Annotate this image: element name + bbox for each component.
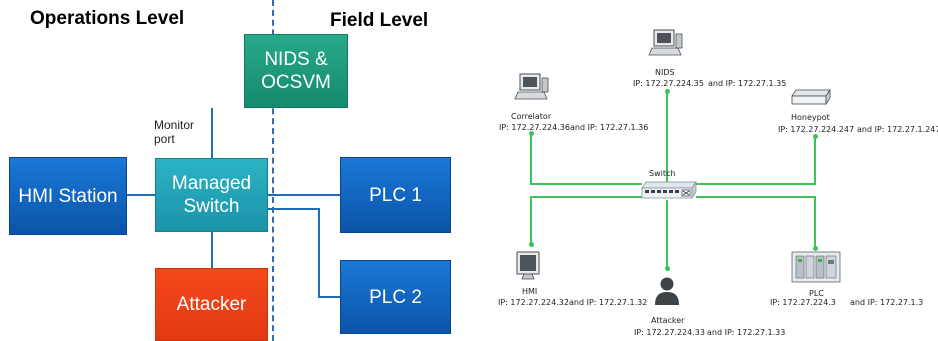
nids-ocsvm-block: NIDS & OCSVM (244, 34, 348, 108)
link-hmi-v (530, 196, 532, 244)
hmi-monitor-icon (516, 251, 540, 280)
link-plc-h (696, 196, 816, 198)
switch-label: Switch (649, 169, 676, 178)
honeypot-ip-a: IP: 172.27.224.247 (778, 125, 855, 134)
monitor-port-note: Monitor port (154, 118, 195, 146)
correlator-computer-icon (514, 73, 549, 100)
correlator-name: Correlator (511, 112, 552, 121)
plc-ip-a: IP: 172.27.224.3 (770, 298, 836, 307)
hmi-switch-link (127, 194, 155, 196)
plc1-block: PLC 1 (340, 157, 451, 233)
attacker-ip-a: IP: 172.27.224.33 (634, 328, 705, 337)
level-divider (272, 0, 274, 341)
nids-ip-a: IP: 172.27.224.35 (633, 79, 704, 88)
dot-honeypot (813, 134, 818, 139)
hmi-ip-b: and IP: 172.27.1.32 (569, 298, 648, 307)
switch-plc2-link-c (318, 296, 340, 298)
link-honeypot-v (814, 136, 816, 185)
hmi-ip-a: IP: 172.27.224.32 (498, 298, 569, 307)
nids-name: NIDS (655, 68, 675, 77)
dot-correlator (529, 131, 534, 136)
switch-attacker-link (211, 232, 213, 268)
plc-name: PLC (809, 289, 824, 298)
correlator-ip-b: and IP: 172.27.1.36 (570, 123, 649, 132)
link-correlator-v (530, 134, 532, 184)
link-attacker (666, 200, 668, 268)
dot-nids (665, 89, 670, 94)
dot-hmi (529, 242, 534, 247)
honeypot-appliance-icon (791, 88, 831, 106)
switch-plc2-link-a (265, 208, 320, 210)
managed-switch-block: Managed Switch (155, 158, 268, 232)
honeypot-name: Honeypot (791, 113, 830, 122)
correlator-ip-a: IP: 172.27.224.36 (499, 123, 570, 132)
honeypot-ip-b: and IP: 172.27.1.247 (857, 125, 938, 134)
switch-plc2-link-b (318, 208, 320, 298)
hmi-station-block: HMI Station (9, 157, 127, 235)
attacker-block: Attacker (155, 268, 268, 341)
link-correlator-h (530, 183, 642, 185)
link-hmi-h (530, 196, 642, 198)
plc-rack-icon (791, 251, 841, 283)
link-plc-v (814, 196, 816, 248)
link-honeypot-h (696, 183, 816, 185)
link-nids (666, 92, 668, 182)
hmi-name: HMI (522, 287, 538, 296)
plc2-block: PLC 2 (340, 260, 451, 334)
attacker-ip-b: and IP: 172.27.1.33 (707, 328, 786, 337)
plc-ip-b: and IP: 172.27.1.3 (850, 298, 924, 307)
switch-icon (641, 180, 697, 200)
attacker-name: Attacker (651, 316, 685, 325)
attacker-person-icon (655, 277, 679, 305)
nids-computer-icon (648, 29, 683, 56)
switch-plc1-link (268, 194, 340, 196)
field-level-heading: Field Level (330, 10, 429, 31)
operations-level-heading: Operations Level (30, 8, 185, 29)
dot-plc (813, 246, 818, 251)
dot-attacker (665, 266, 670, 271)
nids-switch-link (211, 108, 213, 158)
nids-ip-b: and IP: 172.27.1.35 (708, 79, 787, 88)
